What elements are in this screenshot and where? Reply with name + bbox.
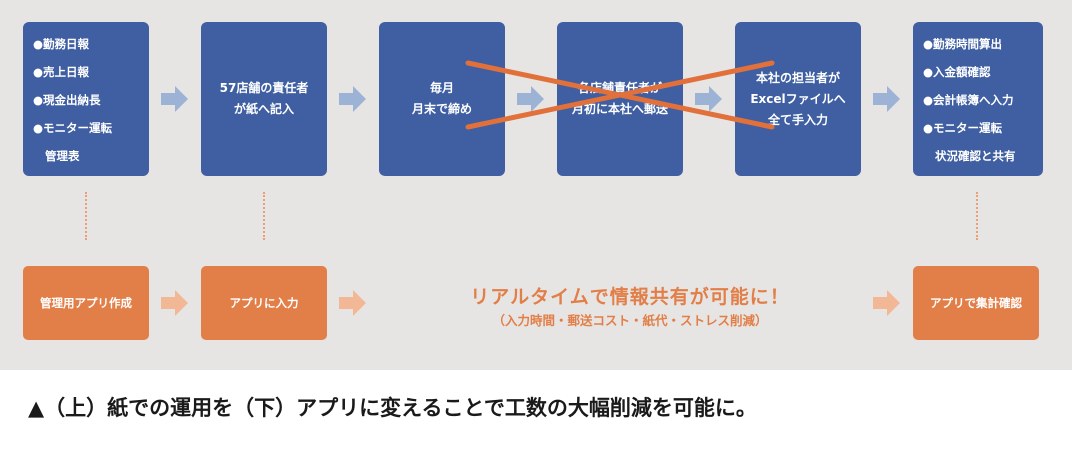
paper-flow-box-excel-entry: 本社の担当者が Excelファイルへ 全て手入力: [735, 22, 861, 176]
paper-flow-box-results: ●勤務時間算出 ●入金額確認 ●会計帳簿へ入力 ●モニター運転 状況確認と共有: [913, 22, 1043, 176]
figure-caption: ▲（上）紙での運用を（下）アプリに変えることで工数の大幅削減を可能に。: [28, 396, 757, 420]
arrow-right-icon: [339, 86, 366, 112]
dotted-connector: [85, 192, 87, 240]
results-list: ●勤務時間算出 ●入金額確認 ●会計帳簿へ入力 ●モニター運転 状況確認と共有: [923, 30, 1016, 170]
list-item: ●会計帳簿へ入力: [923, 93, 1014, 107]
app-flow-box-create-app: 管理用アプリ作成: [23, 266, 149, 340]
arrow-right-icon: [517, 86, 544, 112]
dotted-connector: [263, 192, 265, 240]
list-item: ●現金出納長: [33, 93, 101, 107]
list-item: ●売上日報: [33, 65, 90, 79]
realtime-sharing-headline: リアルタイムで情報共有が可能に！: [470, 286, 790, 308]
cross-out-icon: [465, 60, 775, 130]
arrow-right-icon: [873, 86, 900, 112]
box-text-line: 全て手入力: [767, 112, 828, 127]
list-item: ●勤務時間算出: [923, 37, 1003, 51]
daily-reports-list: ●勤務日報 ●売上日報 ●現金出納長 ●モニター運転 管理表: [33, 30, 112, 170]
list-item: ●勤務日報: [33, 37, 90, 51]
box-text-line: 57店舗の責任者: [219, 81, 309, 95]
list-item: ●モニター運転: [33, 121, 113, 135]
app-flow-box-input: アプリに入力: [201, 266, 327, 340]
arrow-right-icon: [873, 290, 900, 316]
list-item: 状況確認と共有: [935, 149, 1016, 163]
box-text-line: 本社の担当者が: [755, 70, 840, 85]
box-text-line: が紙へ記入: [233, 102, 294, 116]
list-item: 管理表: [45, 149, 80, 163]
dotted-connector: [976, 192, 978, 240]
arrow-right-icon: [695, 86, 722, 112]
app-flow-box-aggregate: アプリで集計確認: [913, 266, 1039, 340]
paper-flow-box-fill-paper: 57店舗の責任者 が紙へ記入: [201, 22, 327, 176]
arrow-right-icon: [339, 290, 366, 316]
box-text-line: 毎月: [429, 81, 454, 95]
paper-flow-box-mail-to-hq: 各店舗責任者が 月初に本社へ郵送: [557, 22, 683, 176]
box-text-line: Excelファイルへ: [750, 91, 846, 106]
cost-reduction-subline: （入力時間・郵送コスト・紙代・ストレス削減）: [492, 313, 768, 328]
arrow-right-icon: [161, 290, 188, 316]
box-text-line: 月末で締め: [411, 102, 472, 116]
flow-diagram-panel: ●勤務日報 ●売上日報 ●現金出納長 ●モニター運転 管理表 57店舗の責任者 …: [0, 0, 1072, 370]
paper-flow-box-daily-reports: ●勤務日報 ●売上日報 ●現金出納長 ●モニター運転 管理表: [23, 22, 149, 176]
paper-flow-box-monthly-close: 毎月 月末で締め: [379, 22, 505, 176]
arrow-right-icon: [161, 86, 188, 112]
box-text-line: 月初に本社へ郵送: [571, 102, 668, 116]
list-item: ●入金額確認: [923, 65, 991, 79]
list-item: ●モニター運転: [923, 121, 1003, 135]
